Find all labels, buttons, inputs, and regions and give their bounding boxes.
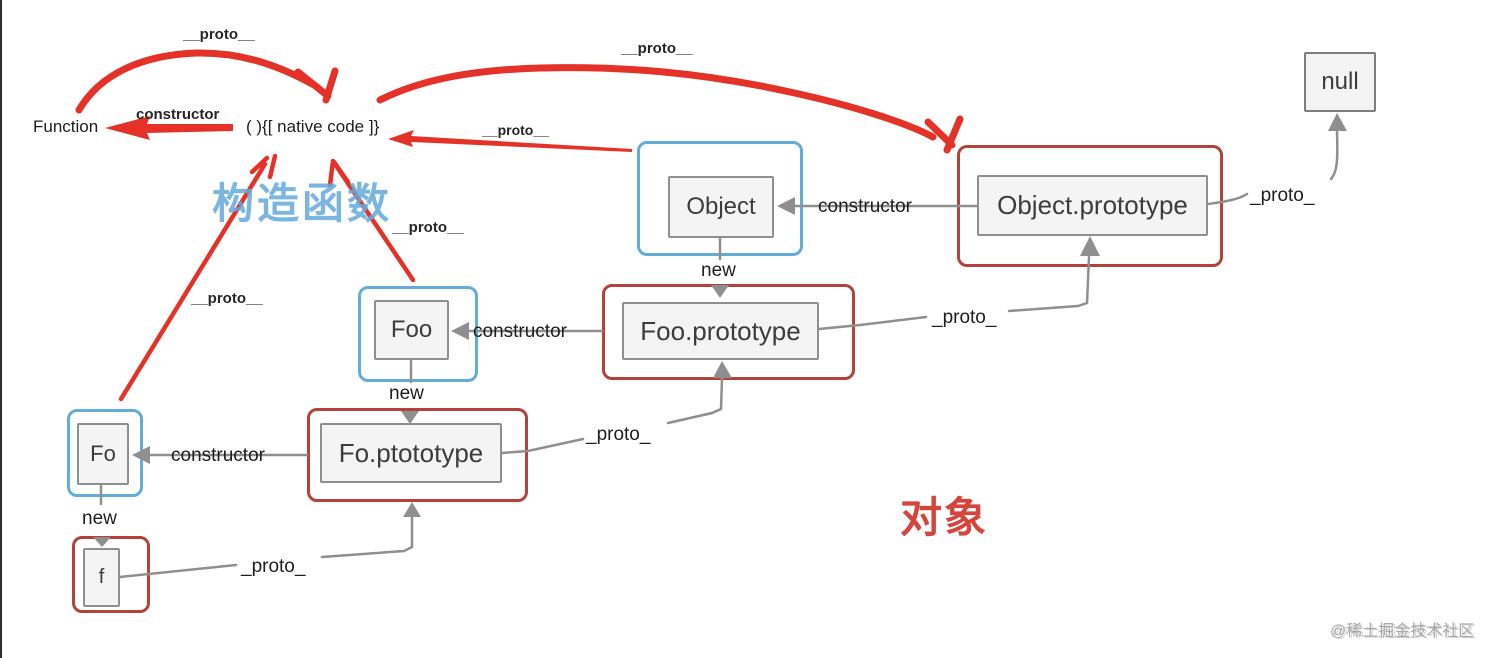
proto-arrow-function-to-native [75, 49, 318, 114]
f-instance-node: f [72, 536, 150, 613]
left-border-line [0, 0, 2, 658]
proto-label-f-to-foprototype: _proto_ [241, 556, 306, 577]
fo-prototype-inner-box: Fo.ptototype [320, 423, 502, 483]
watermark: @稀土掘金技术社区 [1330, 623, 1475, 640]
proto-line-foprototype-to-fooprototype-b [666, 376, 724, 425]
fo-inner-box: Fo [77, 423, 129, 485]
proto-line-f-to-foprototype-b [320, 515, 414, 559]
object-label: Object [686, 193, 756, 220]
foo-label: Foo [390, 316, 433, 343]
proto-arrow-function-head-2 [322, 67, 339, 104]
proto-arrow-native-to-objectprototype [376, 64, 937, 141]
fo-node: Fo [67, 409, 143, 497]
new-label-foo-to-foprototype: new [389, 383, 424, 404]
new-label-fo-to-f: new [82, 508, 117, 529]
null-label: null [1321, 68, 1359, 95]
constructor-label-foprototype-to-fo: constructor [171, 445, 265, 466]
constructor-label-native-to-function: constructor [136, 106, 220, 123]
proto-label-native-to-objectprototype: __proto__ [621, 40, 693, 57]
proto-label-fooprototype-to-objectprototype: _proto_ [932, 307, 997, 328]
proto-label-fo-to-native: __proto__ [191, 290, 263, 307]
native-code-text: ( ){[ native code ]} [246, 117, 380, 136]
f-instance-label: f [98, 566, 105, 588]
proto-label-function-chain: __proto__ [183, 26, 255, 43]
new-label-object-to-fooprototype: new [701, 260, 736, 281]
proto-label-foo-to-native: __proto__ [392, 219, 464, 236]
proto-label-object-to-native: __proto__ [482, 122, 549, 138]
proto-arrow-native-head-1 [924, 118, 956, 149]
proto-line-objectprototype-to-null-b [1329, 130, 1339, 181]
arrowhead-proto-null [1328, 113, 1347, 131]
proto-arrow-function-head-1 [294, 68, 332, 100]
foo-inner-box: Foo [374, 300, 449, 360]
foo-prototype-inner-box: Foo.prototype [622, 302, 819, 360]
fo-label: Fo [90, 441, 116, 466]
constructor-label-objectprototype-to-object: constructor [818, 196, 912, 217]
proto-label-objectprototype-to-null: _proto_ [1250, 185, 1315, 206]
object-annotation: 对象 [900, 494, 989, 541]
object-inner-box: Object [668, 176, 774, 238]
object-prototype-node: Object.prototype [957, 145, 1223, 267]
foo-prototype-node: Foo.prototype [602, 284, 855, 380]
object-node: Object [637, 141, 803, 256]
constructor-function-annotation: 构造函数 [212, 180, 393, 227]
foo-node: Foo [358, 286, 478, 382]
object-prototype-inner-box: Object.prototype [977, 175, 1208, 236]
constructor-label-fooprototype-to-foo: constructor [473, 321, 567, 342]
arrowhead-proto-foprototype [403, 502, 421, 517]
f-instance-inner-box: f [83, 548, 120, 607]
foo-prototype-label: Foo.prototype [640, 315, 801, 346]
proto-label-foprototype-to-fooprototype: _proto_ [586, 424, 651, 445]
null-node: null [1304, 52, 1376, 112]
function-text: Function [33, 117, 99, 136]
proto-arrow-native-head-2 [943, 115, 964, 154]
fo-prototype-node: Fo.ptototype [307, 408, 528, 502]
fo-prototype-label: Fo.ptototype [338, 437, 484, 468]
object-prototype-label: Object.prototype [997, 190, 1188, 220]
